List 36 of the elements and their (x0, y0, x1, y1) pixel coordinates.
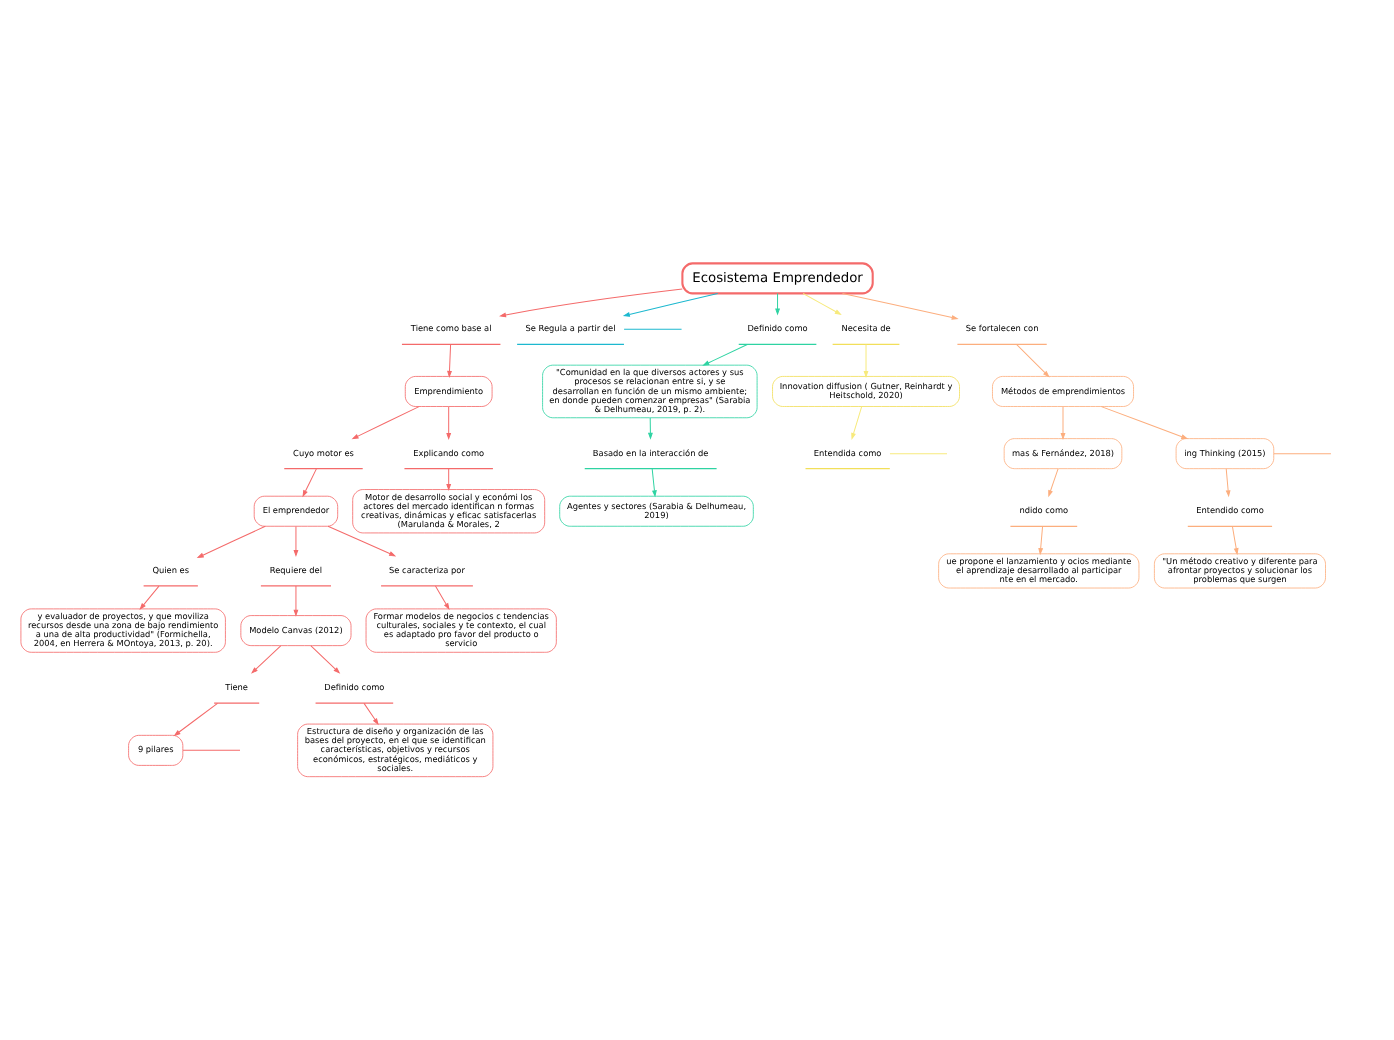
arrow (1100, 406, 1188, 440)
arrow (251, 645, 282, 674)
arrow (703, 343, 748, 366)
arrow (446, 468, 451, 490)
arrow (1016, 343, 1050, 377)
arrow (775, 292, 780, 315)
arrow (1225, 468, 1231, 497)
arrow (863, 343, 869, 377)
arrow (1038, 525, 1044, 555)
arrow (293, 585, 299, 616)
arrow (842, 292, 958, 320)
arrow (446, 406, 451, 440)
arrow (352, 406, 420, 440)
connector (889, 453, 948, 455)
arrow (651, 468, 657, 497)
arrow (434, 585, 450, 610)
connector (182, 749, 241, 751)
arrow (1231, 525, 1239, 555)
connector (1273, 453, 1332, 455)
arrow (174, 702, 218, 736)
arrow (1048, 468, 1059, 497)
arrow (623, 292, 719, 317)
arrow (327, 525, 396, 557)
arrow (851, 406, 863, 440)
arrow (302, 468, 317, 497)
arrow (648, 417, 653, 439)
arrow (447, 343, 452, 377)
connector (623, 328, 683, 330)
arrow (310, 645, 340, 674)
arrow (1060, 406, 1066, 440)
arrow (293, 525, 299, 556)
arrow (139, 585, 160, 610)
arrow (500, 288, 683, 318)
arrow (197, 525, 266, 558)
arrow (363, 702, 379, 725)
arrow (802, 292, 841, 315)
